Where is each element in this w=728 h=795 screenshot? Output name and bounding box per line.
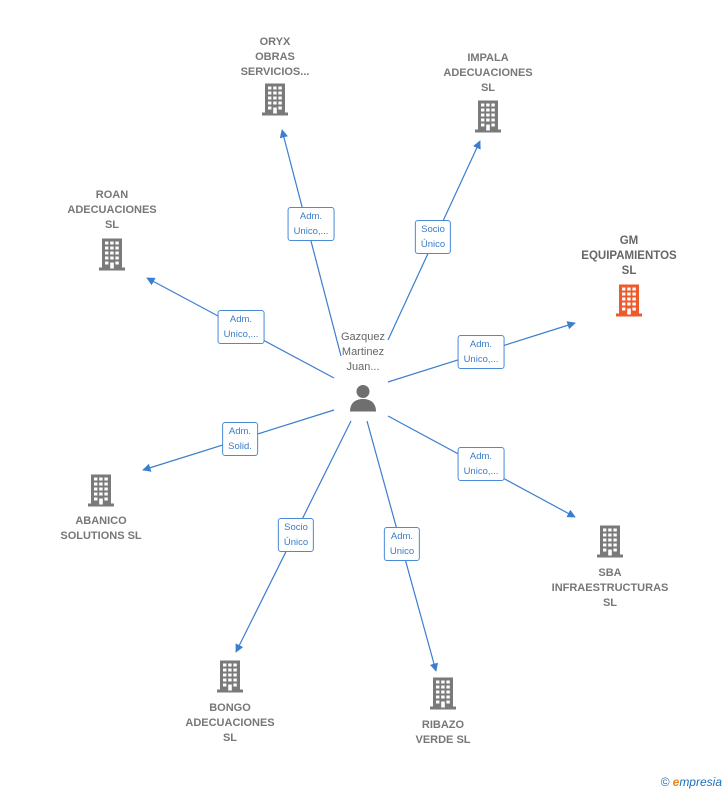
label-line: INFRAESTRUCTURAS bbox=[551, 582, 669, 594]
company-name-oryx[interactable]: ORYX OBRAS SERVICIOS... bbox=[241, 35, 310, 80]
label-line: SERVICIOS... bbox=[240, 66, 310, 78]
label-line: GM bbox=[619, 235, 639, 247]
building-icon[interactable] bbox=[473, 99, 503, 138]
label-line: SOLUTIONS SL bbox=[60, 530, 142, 542]
label-line: RIBAZO bbox=[421, 719, 465, 731]
label-line: SL bbox=[104, 219, 120, 231]
label-line: SL bbox=[222, 732, 238, 744]
label-line: Adm. bbox=[469, 339, 493, 350]
brand-logo-letter: e bbox=[672, 775, 680, 789]
relation-label-ribazo[interactable]: Adm. Unico bbox=[383, 527, 421, 561]
label-line: ABANICO bbox=[75, 515, 127, 527]
label-line: Adm. bbox=[469, 451, 493, 462]
company-name-sba[interactable]: SBA INFRAESTRUCTURAS SL bbox=[552, 566, 669, 611]
label-line: IMPALA bbox=[467, 52, 509, 64]
building-icon[interactable] bbox=[614, 283, 644, 322]
company-name-abanico[interactable]: ABANICO SOLUTIONS SL bbox=[60, 514, 141, 544]
label-line: Socio bbox=[284, 522, 308, 533]
label-line: SL bbox=[621, 265, 637, 277]
label-line: ROAN bbox=[95, 189, 129, 201]
brand-logo-text: mpresia bbox=[679, 775, 722, 789]
label-line: ADECUACIONES bbox=[67, 204, 157, 216]
label-line: Solid. bbox=[228, 441, 252, 452]
label-line: SL bbox=[480, 82, 496, 94]
label-line: Unico,... bbox=[223, 329, 259, 340]
label-line: Adm. bbox=[390, 531, 414, 542]
label-line: VERDE SL bbox=[415, 734, 471, 746]
label-line: Adm. bbox=[228, 426, 252, 437]
label-line: BONGO bbox=[209, 702, 251, 714]
label-line: ADECUACIONES bbox=[185, 717, 275, 729]
label-line: Único bbox=[420, 239, 446, 250]
label-line: Socio bbox=[421, 224, 445, 235]
label-line: Adm. bbox=[229, 314, 253, 325]
brand-footer: ©empresia bbox=[661, 775, 722, 789]
building-icon[interactable] bbox=[86, 473, 116, 512]
person-icon[interactable] bbox=[348, 383, 378, 418]
company-name-ribazo[interactable]: RIBAZO VERDE SL bbox=[415, 718, 470, 748]
label-line: Unico,... bbox=[463, 354, 499, 365]
copyright-icon: © bbox=[660, 775, 670, 789]
label-line: Unico bbox=[389, 546, 415, 557]
label-line: Juan... bbox=[346, 361, 380, 373]
company-name-roan[interactable]: ROAN ADECUACIONES SL bbox=[67, 188, 156, 233]
building-icon[interactable] bbox=[260, 82, 290, 121]
label-line: SBA bbox=[598, 567, 622, 579]
company-name-impala[interactable]: IMPALA ADECUACIONES SL bbox=[443, 51, 532, 96]
label-line: Unico,... bbox=[293, 226, 329, 237]
relation-line-oryx bbox=[279, 129, 342, 357]
building-icon[interactable] bbox=[97, 237, 127, 276]
label-line: ORYX bbox=[259, 36, 291, 48]
relation-label-gm[interactable]: Adm. Unico,... bbox=[457, 335, 505, 369]
label-line: ADECUACIONES bbox=[443, 67, 533, 79]
relation-label-oryx[interactable]: Adm. Unico,... bbox=[287, 207, 335, 241]
label-line: Adm. bbox=[299, 211, 323, 222]
relation-label-abanico[interactable]: Adm. Solid. bbox=[222, 422, 258, 456]
building-icon[interactable] bbox=[595, 524, 625, 563]
label-line: Único bbox=[283, 537, 309, 548]
label-line: Gazquez bbox=[340, 331, 386, 343]
label-line: Unico,... bbox=[463, 466, 499, 477]
building-icon[interactable] bbox=[215, 659, 245, 698]
relation-label-sba[interactable]: Adm. Unico,... bbox=[457, 447, 505, 481]
label-line: Martinez bbox=[341, 346, 385, 358]
relation-label-roan[interactable]: Adm. Unico,... bbox=[217, 310, 265, 344]
building-icon[interactable] bbox=[428, 676, 458, 715]
label-line: OBRAS bbox=[255, 51, 295, 63]
label-line: SL bbox=[602, 597, 618, 609]
label-line: EQUIPAMIENTOS bbox=[581, 250, 677, 262]
company-name-gm[interactable]: GM EQUIPAMIENTOS SL bbox=[581, 234, 676, 279]
company-name-bongo[interactable]: BONGO ADECUACIONES SL bbox=[185, 701, 274, 746]
